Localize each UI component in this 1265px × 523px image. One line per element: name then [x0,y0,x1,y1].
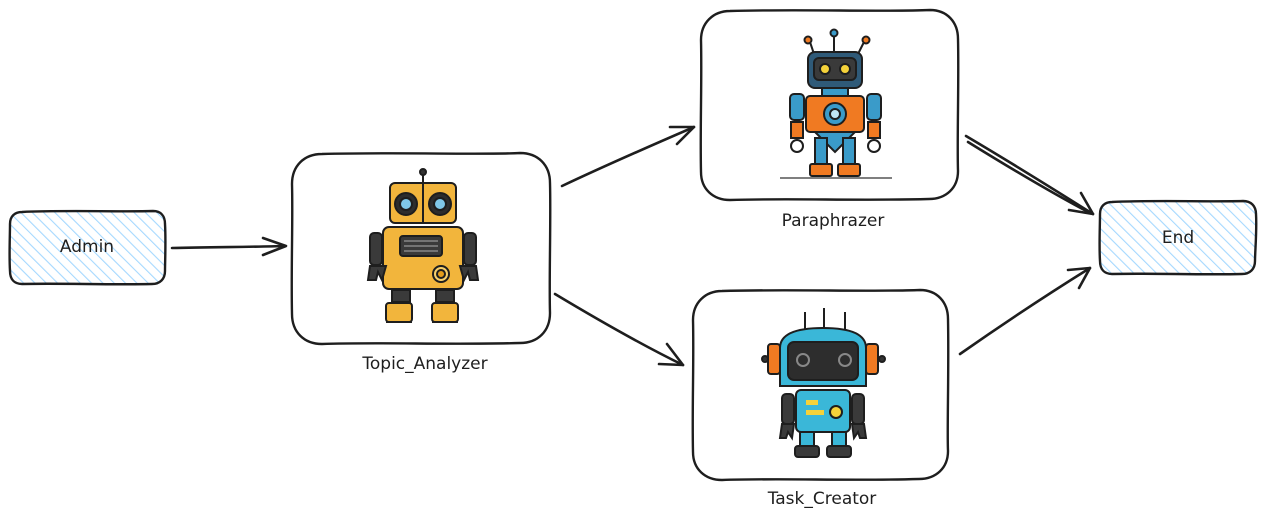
end-label: End [1162,228,1194,248]
end-node[interactable]: End [1098,199,1258,276]
task-creator-node[interactable]: Task_Creator [691,288,950,509]
edge-topic-analyzer-to-task-creator [553,292,685,367]
edge-paraphrazer-to-end [964,134,1095,216]
edge-task-creator-to-end [958,266,1092,356]
edge-admin-to-topic-analyzer [170,236,288,257]
paraphrazer-label: Paraphrazer [782,211,885,231]
paraphrazer-node[interactable]: Paraphrazer [699,8,960,231]
topic-analyzer-label: Topic_Analyzer [361,354,487,374]
cyan-robot-icon [761,308,886,458]
yellow-robot-icon [366,168,480,323]
task-creator-label: Task_Creator [767,489,877,509]
admin-label: Admin [60,237,114,257]
edge-topic-analyzer-to-paraphrazer [560,125,696,188]
orange-blue-robot-icon [780,28,892,179]
admin-node[interactable]: Admin [8,209,167,286]
topic-analyzer-node[interactable]: Topic_Analyzer [290,151,552,374]
